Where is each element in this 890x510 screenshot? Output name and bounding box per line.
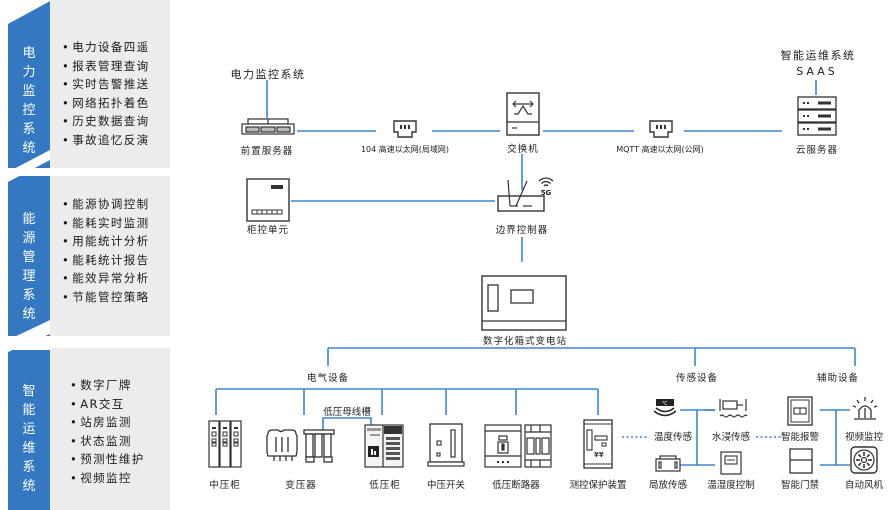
feature-item: 预测性维护 — [70, 450, 145, 469]
label-lv-busway: 低压母线槽 — [323, 407, 371, 418]
wifi-icon — [538, 177, 554, 187]
label-video-monitor: 视频监控 — [844, 432, 884, 443]
label-transformer: 变压器 — [285, 480, 317, 491]
panel-tab — [8, 350, 50, 510]
lv-breaker-icon — [484, 424, 552, 468]
label-smart-alarm: 智能报警 — [780, 432, 820, 443]
feature-item: 能耗实时监测 — [62, 214, 150, 233]
feature-item: 视频监控 — [70, 469, 145, 488]
feature-list: 数字厂牌 AR交互 站房监测 状态监测 预测性维护 视频监控 — [70, 376, 145, 487]
svg-text:¥¥: ¥¥ — [594, 451, 604, 459]
protection-device-icon: ¥¥ — [583, 419, 613, 469]
feature-list: 能源协调控制 能耗实时监测 用能统计分析 能耗统计报告 能效异常分析 节能管控策… — [62, 195, 150, 306]
tab-wedge-decor — [0, 0, 52, 50]
label-electrical-equipment: 电气设备 — [306, 373, 350, 384]
network-switch-icon — [506, 92, 540, 136]
feature-item: 站房监测 — [70, 413, 145, 432]
label-cabinet-control-unit: 柜控单元 — [246, 225, 290, 236]
lv-cabinet-icon — [364, 424, 404, 468]
temperature-sensor-icon: ℃ — [653, 399, 677, 417]
auto-fan-icon — [850, 446, 878, 474]
label-mv-cabinet: 中压柜 — [209, 480, 241, 491]
front-server-icon — [241, 118, 295, 135]
smart-alarm-icon — [787, 396, 813, 426]
label-protection-device: 测控保护装置 — [569, 480, 627, 491]
label-cloud-server: 云服务器 — [795, 145, 839, 156]
panel-title-text: 智能运维系统 — [22, 384, 36, 494]
label-mv-switch: 中压开关 — [426, 480, 466, 491]
label-lv-breaker: 低压断路器 — [492, 480, 540, 491]
panel-title-text: 电力监控系统 — [22, 46, 36, 156]
separator-decor — [0, 150, 50, 188]
label-water-sensor: 水浸传感 — [711, 432, 751, 443]
ethernet-port-icon — [393, 120, 417, 138]
feature-item: 事故追忆反演 — [62, 131, 150, 150]
transformer-icon — [266, 429, 335, 463]
partial-discharge-sensor-icon — [655, 455, 681, 472]
separator-decor — [8, 320, 50, 352]
label-substation: 数字化箱式变电站 — [482, 336, 568, 347]
feature-item: 能效异常分析 — [62, 269, 150, 288]
smart-access-icon — [789, 448, 813, 474]
label-lan-link: 104 高速以太网(局域网) — [360, 145, 450, 154]
humidity-controller-icon — [720, 451, 742, 475]
feature-item: 状态监测 — [70, 432, 145, 451]
label-auxiliary-equipment: 辅助设备 — [816, 373, 860, 384]
feature-item: 历史数据查询 — [62, 112, 150, 131]
label-smart-ops-system: 智能运维系统 — [780, 49, 856, 62]
panel-tab — [8, 176, 50, 336]
panel-smart-ops: 智能运维系统 数字厂牌 AR交互 站房监测 状态监测 预测性维护 视频监控 — [0, 336, 170, 510]
panel-tab — [8, 0, 50, 168]
panel-title-text: 能源管理系统 — [22, 212, 36, 322]
label-front-server: 前置服务器 — [240, 146, 294, 157]
panel-body: 能源协调控制 能耗实时监测 用能统计分析 能耗统计报告 能效异常分析 节能管控策… — [50, 176, 170, 336]
water-sensor-icon — [719, 399, 748, 418]
feature-item: 数字厂牌 — [70, 376, 145, 395]
svg-text:℃: ℃ — [662, 401, 668, 407]
feature-list: 电力设备四遥 报表管理查询 实时告警推送 网络拓扑着色 历史数据查询 事故追忆反… — [62, 38, 150, 149]
label-smart-access: 智能门禁 — [780, 480, 820, 491]
feature-item: 用能统计分析 — [62, 232, 150, 251]
cloud-server-icon — [797, 96, 837, 136]
panel-title: 电力监控系统 — [8, 44, 50, 158]
mv-cabinet-icon — [208, 420, 242, 468]
label-auto-fan: 自动风机 — [844, 480, 884, 491]
label-humidity-controller: 温湿度控制 — [707, 480, 755, 491]
label-sensing-equipment: 传感设备 — [675, 373, 719, 384]
feature-item: 能源协调控制 — [62, 195, 150, 214]
label-pd-sensor: 局放传感 — [648, 480, 688, 491]
feature-item: AR交互 — [70, 395, 145, 414]
label-edge-controller: 边界控制器 — [495, 225, 549, 236]
feature-item: 报表管理查询 — [62, 57, 150, 76]
feature-item: 电力设备四遥 — [62, 38, 150, 57]
label-switch: 交换机 — [507, 144, 539, 155]
panel-title: 智能运维系统 — [8, 382, 50, 496]
feature-item: 网络拓扑着色 — [62, 94, 150, 113]
panel-body: 数字厂牌 AR交互 站房监测 状态监测 预测性维护 视频监控 — [50, 348, 170, 510]
panel-power-monitoring: 电力监控系统 电力设备四遥 报表管理查询 实时告警推送 网络拓扑着色 历史数据查… — [0, 0, 170, 168]
label-lv-cabinet: 低压柜 — [369, 480, 401, 491]
panel-title: 能源管理系统 — [8, 210, 50, 324]
feature-item: 实时告警推送 — [62, 75, 150, 94]
substation-icon — [481, 275, 567, 331]
mv-switch-icon — [427, 423, 465, 467]
label-power-monitor-system: 电力监控系统 — [230, 68, 306, 81]
edge-controller-icon — [497, 179, 545, 212]
video-monitor-icon — [852, 397, 878, 420]
ethernet-port-icon — [649, 120, 673, 138]
label-saas: SAAS — [796, 65, 838, 78]
label-wan-link: MQTT 高速以太网(公网) — [616, 145, 704, 154]
label-temperature-sensor: 温度传感 — [653, 432, 693, 443]
panel-body: 电力设备四遥 报表管理查询 实时告警推送 网络拓扑着色 历史数据查询 事故追忆反… — [50, 0, 170, 168]
badge-5g: 5G — [540, 189, 552, 197]
feature-item: 能耗统计报告 — [62, 251, 150, 270]
cabinet-control-unit-icon — [246, 178, 290, 222]
line-lv-busway — [322, 417, 372, 431]
feature-item: 节能管控策略 — [62, 288, 150, 307]
